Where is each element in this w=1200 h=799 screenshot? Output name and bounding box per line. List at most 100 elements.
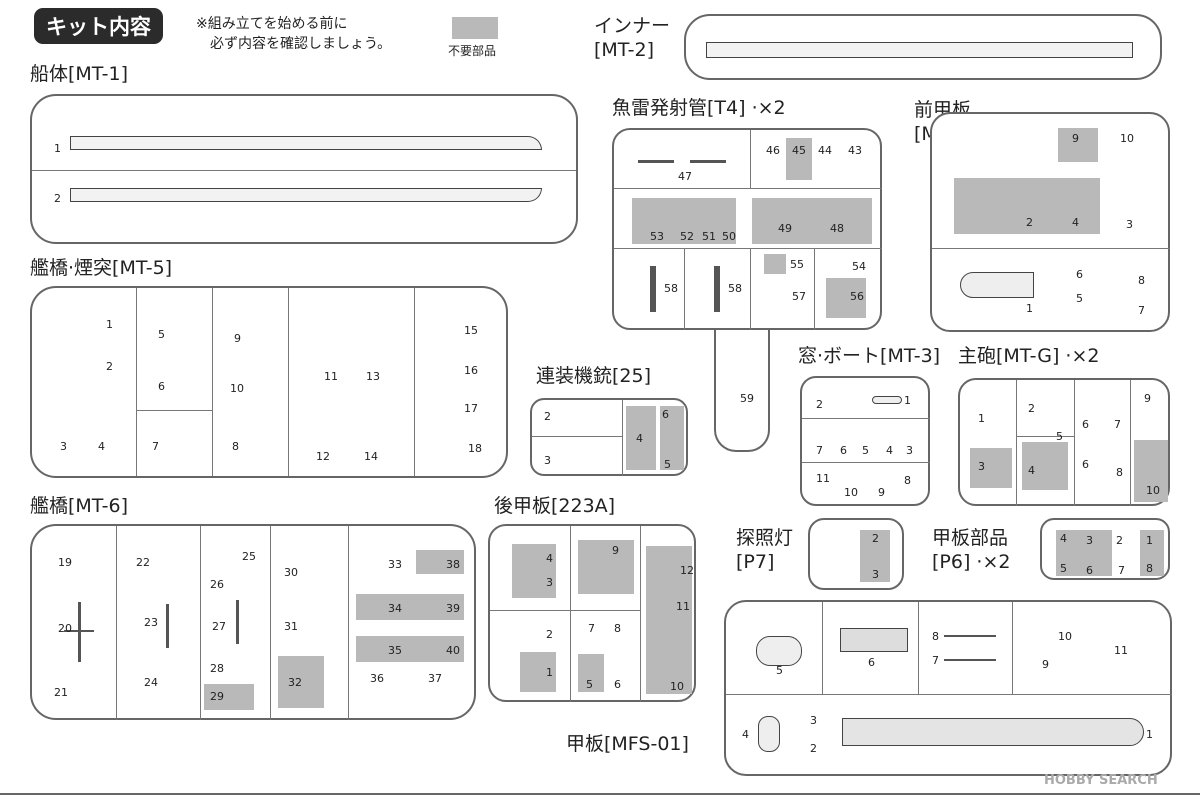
part-number: 2 — [872, 532, 879, 545]
sprue-mt6-label: 艦橋[MT-6] — [30, 495, 129, 517]
part-number: 4 — [742, 728, 749, 741]
part-number: 24 — [144, 676, 158, 689]
part-number: 49 — [778, 222, 792, 235]
deck-part-5 — [756, 636, 802, 666]
part-number: 1 — [978, 412, 985, 425]
part-number: 2 — [544, 410, 551, 423]
part-number: 1 — [1146, 728, 1153, 741]
sprue-mt1: 1 2 — [30, 94, 578, 244]
part-number: 56 — [850, 290, 864, 303]
part-number: 3 — [544, 454, 551, 467]
part-number: 10 — [1058, 630, 1072, 643]
part-number: 9 — [1072, 132, 1079, 145]
sprue-mt6: 19 20 21 22 23 24 25 26 27 28 29 30 31 3… — [30, 524, 476, 720]
sprue-mtg: 1 2 5 3 4 6 7 6 8 9 10 — [958, 378, 1170, 506]
part-number: 8 — [232, 440, 239, 453]
part-number: 8 — [1116, 466, 1123, 479]
part-number: 12 — [680, 564, 694, 577]
part-number: 7 — [1118, 564, 1125, 577]
part-number: 6 — [662, 408, 669, 421]
part-number: 30 — [284, 566, 298, 579]
unused-parts-swatch — [452, 17, 498, 39]
part-number: 8 — [1146, 562, 1153, 575]
part-number: 40 — [446, 644, 460, 657]
part-number: 20 — [58, 622, 72, 635]
part-number: 7 — [588, 622, 595, 635]
sprue-t4-label: 魚雷発射管[T4] ·×2 — [612, 97, 786, 119]
part-number: 7 — [152, 440, 159, 453]
sprue-mt5-label: 艦橋·煙突[MT-5] — [30, 257, 173, 279]
part-number: 28 — [210, 662, 224, 675]
part-number: 9 — [1042, 658, 1049, 671]
part-number: 31 — [284, 620, 298, 633]
sprue-mfs01: 5 6 8 7 10 9 11 4 3 2 1 — [724, 600, 1172, 776]
part-number: 2 — [106, 360, 113, 373]
part-number: 2 — [816, 398, 823, 411]
part-number: 3 — [60, 440, 67, 453]
part-number: 1 — [54, 142, 61, 155]
part-number: 21 — [54, 686, 68, 699]
part-number: 8 — [904, 474, 911, 487]
part-number: 46 — [766, 144, 780, 157]
part-number: 33 — [388, 558, 402, 571]
part-number: 39 — [446, 602, 460, 615]
part-number: 10 — [670, 680, 684, 693]
part-number: 3 — [872, 568, 879, 581]
part-number: 4 — [98, 440, 105, 453]
unused-parts-legend: 不要部品 — [448, 44, 497, 58]
part-number: 47 — [678, 170, 692, 183]
fore-deck-part-1 — [960, 272, 1034, 298]
part-number: 16 — [464, 364, 478, 377]
part-number: 6 — [1076, 268, 1083, 281]
part-number: 5 — [862, 444, 869, 457]
part-number: 4 — [546, 552, 553, 565]
sprue-25-label: 連装機銃[25] — [536, 365, 652, 387]
part-number: 3 — [1126, 218, 1133, 231]
part-number: 10 — [230, 382, 244, 395]
part-number: 58 — [664, 282, 678, 295]
part-number: 7 — [1114, 418, 1121, 431]
part-number: 1 — [546, 666, 553, 679]
part-number: 7 — [1138, 304, 1145, 317]
part-number: 4 — [1060, 532, 1067, 545]
inner-part — [706, 42, 1133, 58]
part-number: 9 — [878, 486, 885, 499]
sprue-mfs02: 9 10 2 4 3 1 6 5 8 7 — [930, 112, 1170, 332]
part-number: 1 — [106, 318, 113, 331]
part-number: 5 — [586, 678, 593, 691]
sprue-p6-label: 甲板部品 [P6] ·×2 — [932, 527, 1011, 573]
part-number: 6 — [868, 656, 875, 669]
hull-part-2 — [70, 188, 542, 202]
part-number: 3 — [1086, 534, 1093, 547]
deck-part-6 — [840, 628, 908, 652]
part-number: 3 — [546, 576, 553, 589]
part-number: 13 — [366, 370, 380, 383]
part-number: 22 — [136, 556, 150, 569]
part-number: 11 — [676, 600, 690, 613]
part-number: 3 — [978, 460, 985, 473]
sprue-t4: 47 46 45 44 43 53 52 51 50 49 48 58 58 5… — [612, 128, 882, 330]
part-number: 6 — [1082, 458, 1089, 471]
part-number: 5 — [1056, 430, 1063, 443]
part-number: 10 — [1146, 484, 1160, 497]
part-number: 5 — [776, 664, 783, 677]
part-number: 4 — [1072, 216, 1079, 229]
hull-part-1 — [70, 136, 542, 150]
part-number: 37 — [428, 672, 442, 685]
part-number: 53 — [650, 230, 664, 243]
sprue-mfs01-label: 甲板[MFS-01] — [566, 733, 689, 755]
part-number: 23 — [144, 616, 158, 629]
part-number: 19 — [58, 556, 72, 569]
sprue-mt2 — [684, 14, 1162, 80]
part-number: 25 — [242, 550, 256, 563]
deck-part-4 — [758, 716, 780, 752]
part-number: 3 — [810, 714, 817, 727]
part-number: 27 — [212, 620, 226, 633]
sprue-t4-tab: 59 — [714, 330, 770, 452]
part-number: 9 — [612, 544, 619, 557]
boat-part — [872, 396, 902, 404]
part-number: 11 — [816, 472, 830, 485]
part-number: 50 — [722, 230, 736, 243]
part-number: 2 — [54, 192, 61, 205]
sprue-mt5: 1 2 3 4 5 6 7 9 10 8 11 13 12 14 15 16 1… — [30, 286, 508, 478]
